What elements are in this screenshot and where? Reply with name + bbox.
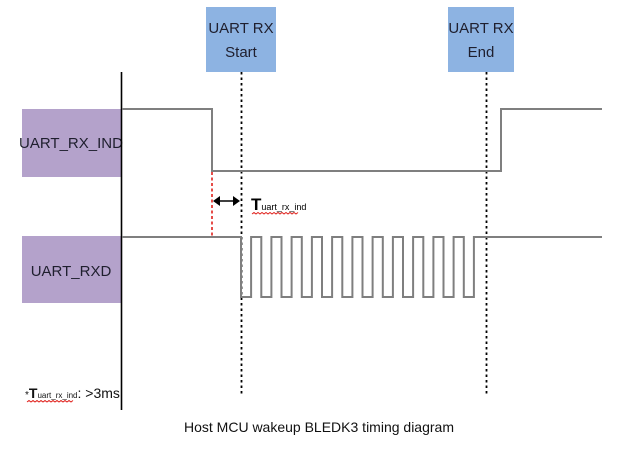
diagram-caption: Host MCU wakeup BLEDK3 timing diagram: [184, 419, 454, 435]
event-box-start: UART RX Start: [206, 7, 276, 72]
svg-text:Tuart_rx_ind: Tuart_rx_ind: [251, 195, 306, 214]
footnote-main: T: [29, 385, 38, 401]
event-box-start-bg: [206, 7, 276, 72]
event-end-line2: End: [468, 44, 495, 61]
event-start-line1: UART RX: [208, 20, 273, 37]
spellcheck-squiggle: [251, 211, 299, 215]
waveform-uart-rx-ind: [122, 108, 602, 172]
signal-name-uart-rxd: UART_RXD: [31, 263, 112, 280]
footnote-prefix: *: [25, 390, 29, 401]
waveform-uart-rxd: [122, 236, 602, 298]
arrow-right-icon: [233, 196, 240, 206]
footnote-suffix: : >3ms: [78, 385, 120, 401]
signal-box-uart-rx-ind: [22, 109, 121, 177]
event-box-end: UART RX End: [448, 7, 514, 72]
signal-label-uart-rx-ind: UART_RX_IND: [19, 109, 123, 177]
footnote-sub: uart_rx_ind: [37, 391, 77, 400]
timing-label: Tuart_rx_ind: [251, 195, 306, 215]
timing-label-sub: uart_rx_ind: [261, 202, 306, 212]
timing-arrow: [213, 196, 240, 206]
footnote-squiggle: [26, 399, 74, 403]
signal-label-uart-rxd: UART_RXD: [22, 236, 121, 303]
signal-box-uart-rxd: [22, 236, 121, 303]
arrow-left-icon: [213, 196, 220, 206]
event-end-line1: UART RX: [448, 20, 513, 37]
timing-label-main: T: [251, 195, 262, 214]
event-start-line2: Start: [225, 44, 258, 61]
svg-text:*Tuart_rx_ind: >3ms: *Tuart_rx_ind: >3ms: [25, 385, 120, 401]
footnote: *Tuart_rx_ind: >3ms: [25, 385, 120, 403]
event-box-end-bg: [448, 7, 514, 72]
signal-name-uart-rx-ind: UART_RX_IND: [19, 135, 123, 152]
